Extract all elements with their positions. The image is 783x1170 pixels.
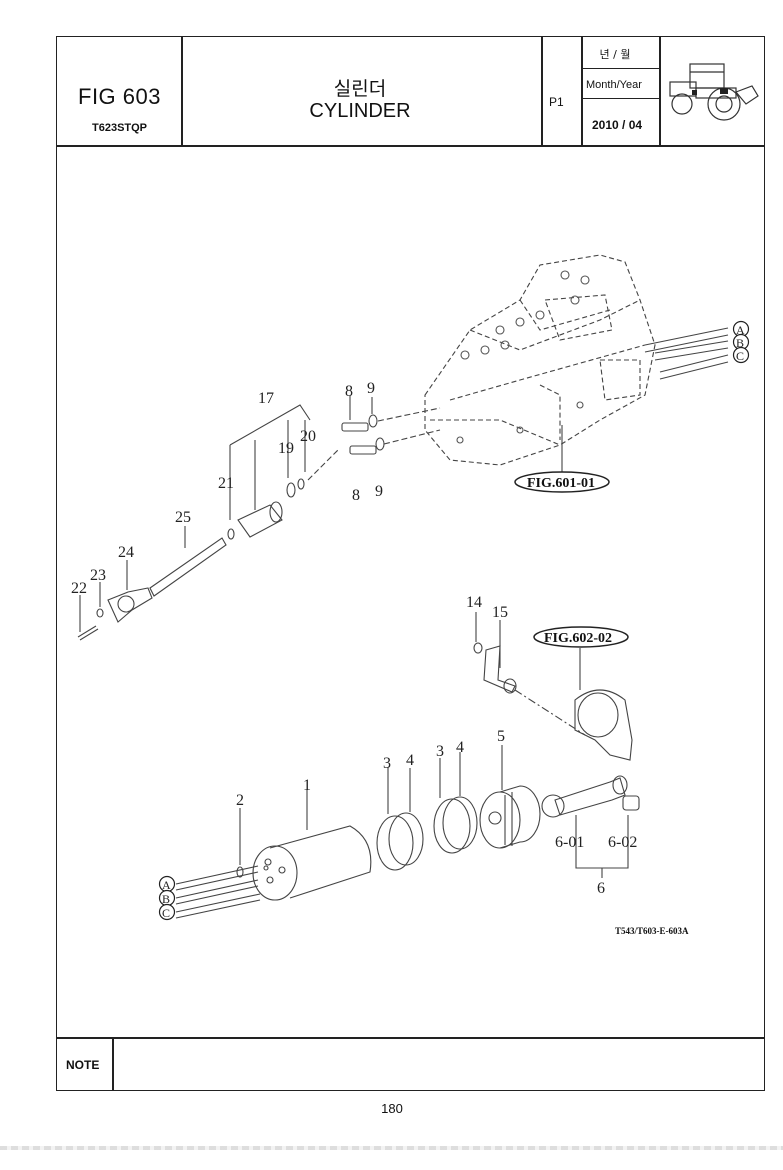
fig-number: FIG 603 [78, 84, 161, 109]
header-bottom-rule [56, 145, 765, 147]
callout-6-01: 6-01 [555, 834, 584, 851]
connector-b-label: B [162, 892, 170, 906]
callout-14: 14 [466, 594, 482, 611]
callout-9a: 9 [367, 380, 375, 397]
callout-19: 19 [278, 440, 294, 457]
drawing-code: T543/T603-E-603A [615, 926, 689, 936]
connector-c-label: C [162, 906, 170, 920]
note-top-rule [56, 1037, 765, 1039]
note-divider [112, 1037, 114, 1091]
connector-a-label: A [162, 878, 171, 892]
fig602-ref: FIG.602-02 [544, 631, 612, 646]
callout-9b: 9 [375, 483, 383, 500]
callout-23: 23 [90, 567, 106, 584]
parts-diagram: 1 2 3 4 3 4 5 6-01 6-02 6 8 9 8 9 14 15 … [71, 254, 750, 936]
callout-6: 6 [597, 880, 605, 897]
callout-8a: 8 [345, 383, 353, 400]
date-value: 2010 / 04 [592, 118, 643, 132]
tractor-icon [669, 63, 759, 121]
fig601-ref: FIG.601-01 [527, 476, 595, 491]
callout-4a: 4 [406, 752, 414, 769]
scan-artifact [0, 1146, 783, 1150]
page-title: CYLINDER [309, 100, 411, 122]
connector-c-left [158, 903, 176, 921]
header-divider [181, 36, 183, 146]
page-code: P1 [549, 95, 564, 109]
date-label-korean: 년 / 월 [599, 48, 631, 61]
header-divider [659, 36, 661, 146]
date-cell-rule [581, 98, 660, 99]
connector-c-label: C [736, 349, 744, 363]
note-label: NOTE [66, 1058, 100, 1072]
date-label: Month/Year [586, 79, 642, 91]
connector-a-label: A [736, 323, 745, 337]
title-korean: 실린더 [333, 78, 387, 100]
callout-4b: 4 [456, 739, 464, 756]
callout-3b: 3 [436, 743, 444, 760]
header-divider [541, 36, 543, 146]
callout-20: 20 [300, 428, 316, 445]
header-divider [581, 36, 583, 146]
callout-5: 5 [497, 728, 505, 745]
callout-21: 21 [218, 475, 234, 492]
callout-15: 15 [492, 604, 508, 621]
housing-bolts [456, 270, 590, 444]
model-code: T623STQP [92, 122, 148, 134]
connector-b-label: B [736, 336, 744, 350]
callout-6-02: 6-02 [608, 834, 637, 851]
fig601-ref-oval [514, 471, 610, 493]
housing-outline [424, 254, 656, 466]
callout-17: 17 [258, 390, 274, 407]
callout-3a: 3 [383, 755, 391, 772]
callout-8b: 8 [352, 487, 360, 504]
callout-22: 22 [71, 580, 87, 597]
callout-24: 24 [118, 544, 134, 561]
page-frame [56, 36, 765, 1091]
connector-c-right [732, 346, 750, 364]
fig602-ref-oval [533, 626, 629, 648]
callout-25: 25 [175, 509, 191, 526]
date-cell-rule [581, 68, 660, 69]
page-number: 180 [381, 1101, 403, 1116]
callout-2: 2 [236, 792, 244, 809]
callout-1: 1 [303, 777, 311, 794]
